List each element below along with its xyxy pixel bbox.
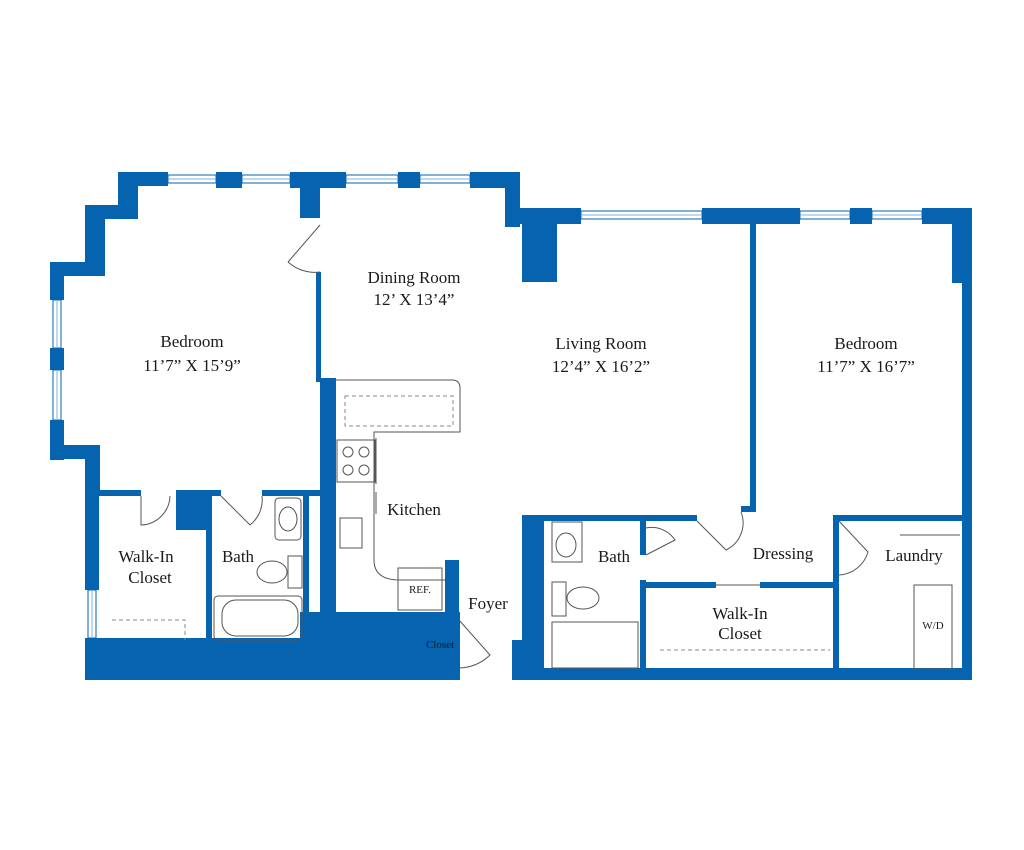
toilet-right-tank (551, 581, 567, 617)
walkin-left-line1: Walk-In (118, 547, 174, 566)
toilet-right-icon (566, 586, 600, 610)
walkin-right-line1: Walk-In (712, 604, 768, 623)
doors (140, 224, 869, 669)
ref-label: REF. (409, 584, 431, 596)
shower-right-icon (551, 621, 639, 669)
room-labels: Bedroom 11’7” X 15’9” Dining Room 12’ X … (118, 268, 943, 651)
dining-room-size: 12’ X 13’4” (374, 290, 455, 309)
bath-left-name: Bath (222, 547, 255, 566)
bedroom-left-size: 11’7” X 15’9” (143, 356, 241, 375)
sink-left-icon (274, 497, 302, 541)
walkin-right-line2: Closet (718, 624, 762, 643)
bedroom-right-size: 11’7” X 16’7” (817, 357, 915, 376)
kitchen-fixtures (336, 379, 461, 611)
foyer-name: Foyer (468, 594, 508, 613)
bedroom-left-name: Bedroom (160, 332, 223, 351)
bath-right-name: Bath (598, 547, 631, 566)
kitchen-sink-icon (339, 517, 363, 549)
refrigerator-icon (397, 567, 443, 611)
living-room-size: 12’4” X 16’2” (552, 357, 650, 376)
bath-fixtures (112, 497, 960, 670)
bathtub-left-icon (213, 595, 303, 641)
toilet-left-icon (256, 560, 288, 584)
washer-dryer-icon (913, 584, 953, 670)
wd-label: W/D (922, 620, 943, 632)
toilet-left-tank (287, 555, 303, 589)
laundry-name: Laundry (885, 546, 943, 565)
windows (52, 174, 923, 639)
dressing-name: Dressing (753, 544, 814, 563)
walls (50, 172, 972, 680)
stove-icon (336, 439, 376, 483)
walkin-left-line2: Closet (128, 568, 172, 587)
kitchen-name: Kitchen (387, 500, 441, 519)
closet-name: Closet (426, 639, 454, 651)
living-room-name: Living Room (555, 334, 646, 353)
bedroom-right-name: Bedroom (834, 334, 897, 353)
dining-room-name: Dining Room (367, 268, 460, 287)
sink-right-icon (551, 521, 583, 563)
